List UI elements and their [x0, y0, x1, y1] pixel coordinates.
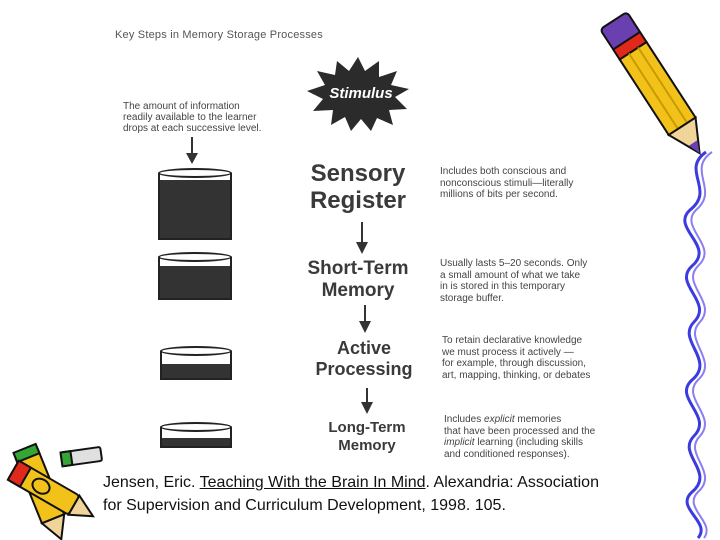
crayon-cluster-icon	[0, 436, 112, 540]
left-note-line: drops at each successive level.	[123, 123, 283, 134]
desc-short-term-memory: Usually lasts 5–20 seconds. Only a small…	[440, 258, 630, 304]
citation-line-2: for Supervision and Curriculum Developme…	[103, 494, 703, 517]
desc-line: Usually lasts 5–20 seconds. Only	[440, 258, 630, 270]
desc-active-processing: To retain declarative knowledge we must …	[442, 335, 632, 381]
desc-long-term-memory: Includes explicit memories that have bee…	[444, 414, 634, 460]
desc-line: a small amount of what we take	[440, 270, 630, 282]
desc-line: for example, through discussion,	[442, 358, 632, 370]
citation-book-title: Teaching With the Brain In Mind	[200, 474, 426, 491]
desc-line: we must process it actively —	[442, 347, 632, 359]
stage-name-line: Processing	[302, 359, 426, 380]
stage-name-line: Register	[298, 187, 418, 214]
desc-line: To retain declarative knowledge	[442, 335, 632, 347]
squiggle-border	[676, 150, 720, 540]
desc-line: implicit learning (including skills	[444, 437, 634, 449]
stage-long-term-memory: Long-Term Memory	[312, 419, 422, 455]
desc-line: storage buffer.	[440, 293, 630, 305]
figure-title: Key Steps in Memory Storage Processes	[115, 29, 323, 41]
left-note-line: readily available to the learner	[123, 112, 283, 123]
left-note: The amount of information readily availa…	[123, 101, 283, 134]
cylinder-long-term	[160, 422, 232, 448]
cylinder-short-term	[158, 252, 232, 300]
stage-name-line: Memory	[312, 437, 422, 455]
desc-line: nonconscious stimuli—literally	[440, 178, 630, 190]
desc-line: Includes explicit memories	[444, 414, 634, 426]
citation-line-1: Jensen, Eric. Teaching With the Brain In…	[103, 471, 703, 494]
desc-line: millions of bits per second.	[440, 189, 630, 201]
stimulus-starburst: Stimulus	[303, 55, 413, 133]
pencil-icon	[596, 2, 716, 170]
stage-name-line: Memory	[296, 280, 420, 302]
desc-line: art, mapping, thinking, or debates	[442, 370, 632, 382]
down-arrow-icon	[358, 388, 376, 416]
down-arrow-icon	[356, 305, 374, 335]
stimulus-label: Stimulus	[329, 85, 392, 102]
stage-name-line: Active	[302, 338, 426, 359]
stage-name-line: Long-Term	[312, 419, 422, 437]
stage-active-processing: Active Processing	[302, 338, 426, 380]
down-arrow-icon	[183, 137, 201, 165]
stage-short-term-memory: Short-Term Memory	[296, 258, 420, 302]
cylinder-sensory	[158, 168, 232, 240]
citation: Jensen, Eric. Teaching With the Brain In…	[103, 471, 703, 517]
stage-name-line: Short-Term	[296, 258, 420, 280]
cylinder-active	[160, 346, 232, 380]
left-note-line: The amount of information	[123, 101, 283, 112]
down-arrow-icon	[353, 222, 371, 256]
desc-line: and conditioned responses).	[444, 449, 634, 461]
stage-sensory-register: Sensory Register	[298, 160, 418, 214]
desc-line: that have been processed and the	[444, 426, 634, 438]
desc-sensory-register: Includes both conscious and nonconscious…	[440, 166, 630, 201]
stage-name-line: Sensory	[298, 160, 418, 187]
desc-line: in is stored in this temporary	[440, 281, 630, 293]
